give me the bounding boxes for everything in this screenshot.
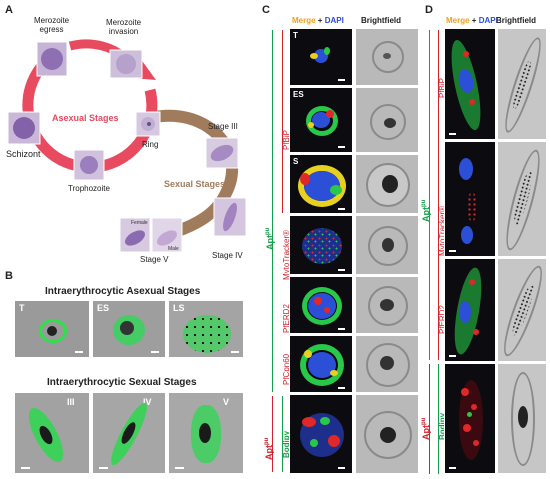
asexual-tile-es: ES — [92, 300, 166, 358]
panel-c-red-bracket — [282, 30, 283, 213]
c-merge-tile-bodipy — [289, 394, 353, 474]
dapi-text: DAPI — [324, 16, 344, 25]
ring-label: Ring — [142, 140, 159, 149]
panel-c-lower-green-bracket — [282, 396, 283, 472]
stage-iv-label: Stage IV — [212, 251, 243, 260]
sexual-title: Intraerythrocytic Sexual Stages — [47, 377, 197, 388]
asexual-title: Intraerythrocytic Asexual Stages — [45, 286, 201, 297]
c-merge-tile-pfcpn60 — [289, 335, 353, 393]
merge-text: Merge — [446, 16, 470, 25]
panel-c-header-merge: Merge + DAPI — [292, 16, 344, 25]
asexual-stages-label: Asexual Stages — [52, 113, 119, 123]
panel-d-group-main-label: Aptpu — [421, 199, 431, 222]
panel-c-group-main-label: Aptpu — [265, 227, 275, 250]
c-bf-tile-pferd2 — [355, 276, 419, 334]
merge-text: Merge — [292, 16, 316, 25]
sexual-stages-label: Sexual Stages — [164, 179, 226, 189]
schizont-label: Schizont — [6, 149, 41, 159]
c-merge-tile-es: ES — [289, 87, 353, 153]
male-label: Male — [168, 246, 179, 252]
stage-v-label: Stage V — [140, 255, 169, 264]
panel-d-lower-green-bracket — [438, 364, 439, 474]
sexual-cycle-arc — [148, 109, 239, 238]
panel-c-lower-red-bracket — [272, 396, 273, 472]
c-merge-tile-t: T — [289, 28, 353, 86]
dapi-text: DAPI — [478, 16, 498, 25]
panel-letter-c: C — [262, 4, 270, 16]
female-label: Female — [131, 220, 148, 226]
c-bf-tile-mytotracker — [355, 215, 419, 275]
panel-d-lower-red-bracket — [429, 364, 430, 474]
panel-d-header-merge: Merge + DAPI — [446, 16, 498, 25]
c-bf-tile-pfcpn60 — [355, 335, 419, 393]
d-merge-tile-pfbip — [444, 28, 496, 140]
merozoite-invasion-label: Merozoite invasion — [106, 18, 142, 36]
panel-d-group-lower-label: Aptpu — [421, 417, 431, 440]
d-merge-tile-mytotracker — [444, 141, 496, 257]
d-merge-tile-pferd2 — [444, 258, 496, 362]
panel-letter-d: D — [425, 4, 433, 16]
c-bf-tile-s — [355, 154, 419, 214]
sexual-tile-iv: IV — [92, 392, 166, 474]
panel-letter-a: A — [5, 4, 13, 16]
panel-d-red-bracket — [438, 30, 439, 360]
trophozoite-label: Trophozoite — [68, 184, 110, 193]
c-merge-tile-pferd2 — [289, 276, 353, 334]
tile-label: III — [67, 397, 75, 407]
sexual-tile-iii: III — [14, 392, 90, 474]
plus-text: + — [315, 16, 325, 25]
stage-iii-label: Stage III — [208, 122, 238, 131]
panel-c-header-brightfield: Brightfield — [361, 16, 401, 25]
tile-label: IV — [143, 397, 152, 407]
tile-label: V — [223, 397, 230, 407]
tile-label: LS — [173, 303, 185, 313]
tile-label: ES — [97, 303, 110, 313]
row-label: ES — [293, 90, 304, 99]
merozoite-egress-label: Merozoite egress — [34, 16, 70, 34]
panel-c-green-bracket — [272, 30, 273, 392]
panel-c-group-lower-label: Aptpu — [264, 437, 274, 460]
asexual-tile-ls: LS — [168, 300, 244, 358]
c-bf-tile-es — [355, 87, 419, 153]
panel-d-green-bracket — [429, 30, 430, 360]
plus-text: + — [469, 16, 479, 25]
asexual-tile-t: T — [14, 300, 90, 358]
row-label: S — [293, 157, 299, 166]
c-merge-tile-s: S — [289, 154, 353, 214]
c-merge-tile-mytotracker — [289, 215, 353, 275]
d-bf-tile-pferd2 — [497, 258, 547, 362]
d-merge-tile-bodipy — [444, 363, 496, 474]
c-bf-tile-t — [355, 28, 419, 86]
d-bf-tile-pfbip — [497, 28, 547, 140]
d-bf-tile-mytotracker — [497, 141, 547, 257]
panel-letter-b: B — [5, 270, 13, 282]
life-cycle-diagram — [7, 39, 247, 253]
sexual-tile-v: V — [168, 392, 244, 474]
c-bf-tile-bodipy — [355, 394, 419, 474]
d-bf-tile-bodipy — [497, 363, 547, 474]
row-label: T — [293, 31, 298, 40]
tile-label: T — [19, 303, 25, 313]
panel-d-header-brightfield: Brightfield — [496, 16, 536, 25]
